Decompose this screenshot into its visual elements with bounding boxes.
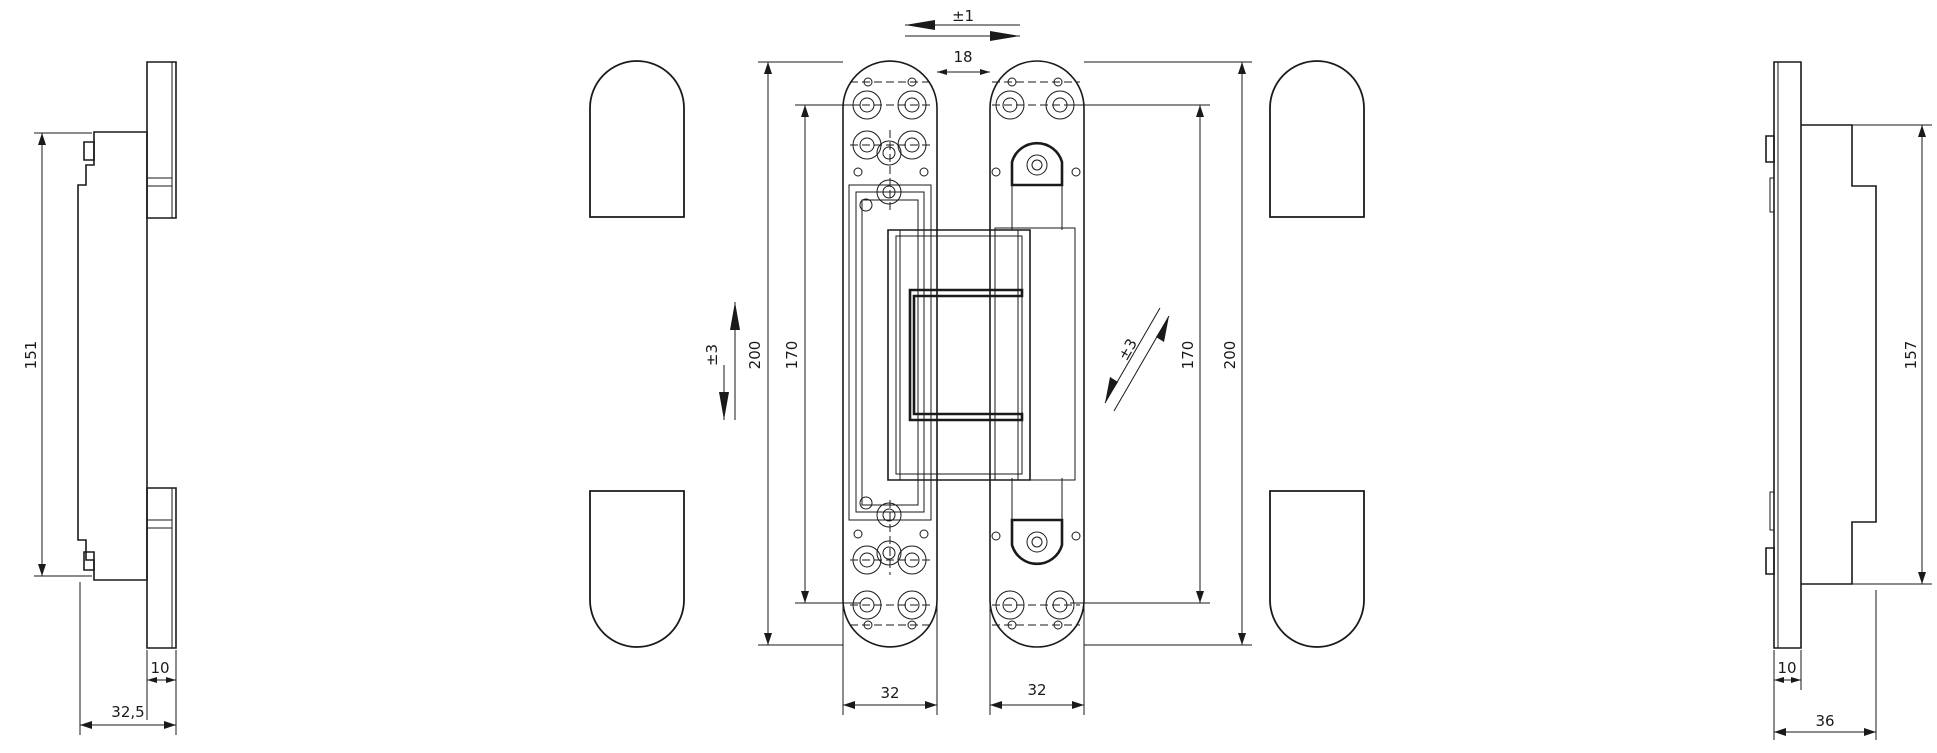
adjust-vertical-dim: ±3 bbox=[703, 344, 721, 366]
cover-caps-right bbox=[1269, 60, 1365, 648]
leaf-width-left-dim: 32 bbox=[880, 684, 899, 702]
right-depth-dim: 36 bbox=[1815, 712, 1834, 730]
adjust-lateral-dim: ±1 bbox=[952, 7, 974, 25]
cover-caps-left bbox=[589, 60, 685, 648]
left-side-view: 151 10 32,5 bbox=[22, 61, 177, 735]
right-plate-width-dim: 10 bbox=[1777, 659, 1796, 677]
hinge-front-view bbox=[842, 60, 1085, 648]
hole-spacing-right-dim: 170 bbox=[1179, 341, 1197, 370]
left-depth-dim: 32,5 bbox=[111, 703, 144, 721]
gap-dim: 18 bbox=[953, 48, 972, 66]
right-height-dim: 157 bbox=[1902, 341, 1920, 370]
overall-height-left-dim: 200 bbox=[746, 341, 764, 370]
hole-spacing-left-dim: 170 bbox=[783, 341, 801, 370]
overall-height-right-dim: 200 bbox=[1221, 341, 1239, 370]
adjust-depth-dim: ±3 bbox=[1114, 335, 1141, 363]
left-height-dim: 151 bbox=[22, 341, 40, 370]
right-side-view: 157 10 36 bbox=[1765, 61, 1932, 740]
center-dimensions: ±1 18 200 170 ±3 32 32 ±3 bbox=[703, 7, 1252, 715]
left-plate-width-dim: 10 bbox=[150, 659, 169, 677]
leaf-width-right-dim: 32 bbox=[1027, 681, 1046, 699]
